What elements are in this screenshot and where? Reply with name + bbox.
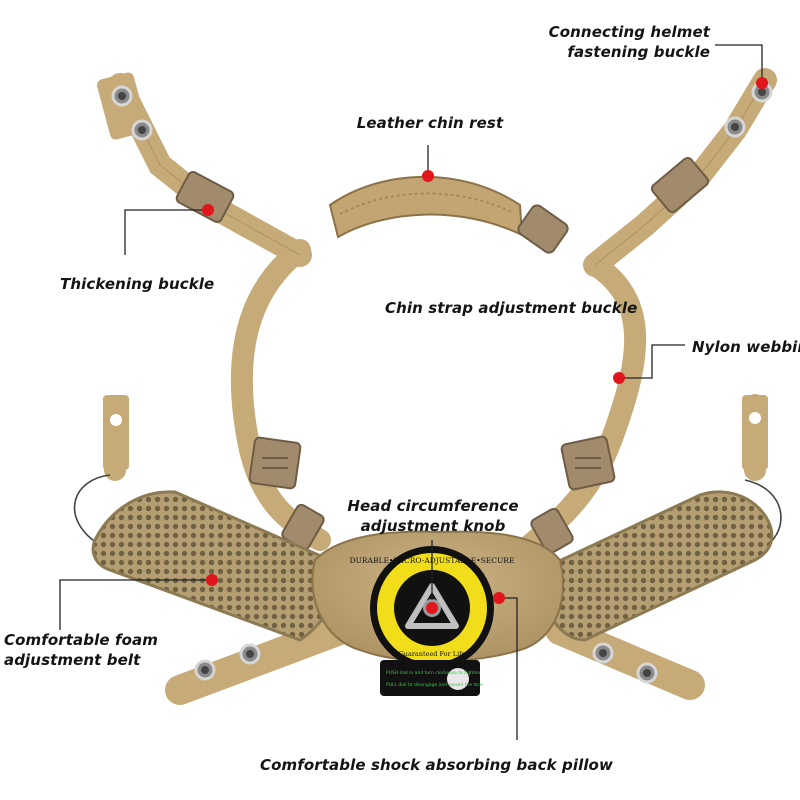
buckles [175,156,710,555]
label-helmet-buckle-line2: fastening buckle [567,43,710,61]
label-adjustment-knob-line2: adjustment knob [360,517,506,535]
chin-rest [328,175,524,239]
dial-pull-text: PULL dial to disengage and loosen the la… [386,682,483,688]
label-chin-rest: Leather chin rest [356,114,504,132]
label-adjustment-knob-line1: Head circumference [347,497,519,515]
label-helmet-buckle-line1: Connecting helmet [548,23,710,41]
label-helmet-buckle: Connecting helmet fastening buckle [520,22,710,62]
label-back-pillow: Comfortable shock absorbing back pillow [260,756,613,774]
grommet-tabs [96,72,773,684]
label-foam-belt: Comfortable foam adjustment belt [4,630,158,670]
label-foam-belt-line1: Comfortable foam [4,631,158,649]
dial-push-text: PUSH dial in and turn clockwise to tight… [386,670,481,676]
label-chin-strap-buckle: Chin strap adjustment buckle [385,299,638,317]
label-nylon-webbing: Nylon webbing [692,338,800,356]
label-foam-belt-line2: adjustment belt [4,651,141,669]
callout-markers [202,77,768,614]
label-thickening-buckle: Thickening buckle [60,275,215,293]
label-adjustment-knob: Head circumference adjustment knob [338,496,528,536]
leader-lines [59,44,763,740]
dial-guarantee-text: Guaranteed For Life [399,650,466,658]
